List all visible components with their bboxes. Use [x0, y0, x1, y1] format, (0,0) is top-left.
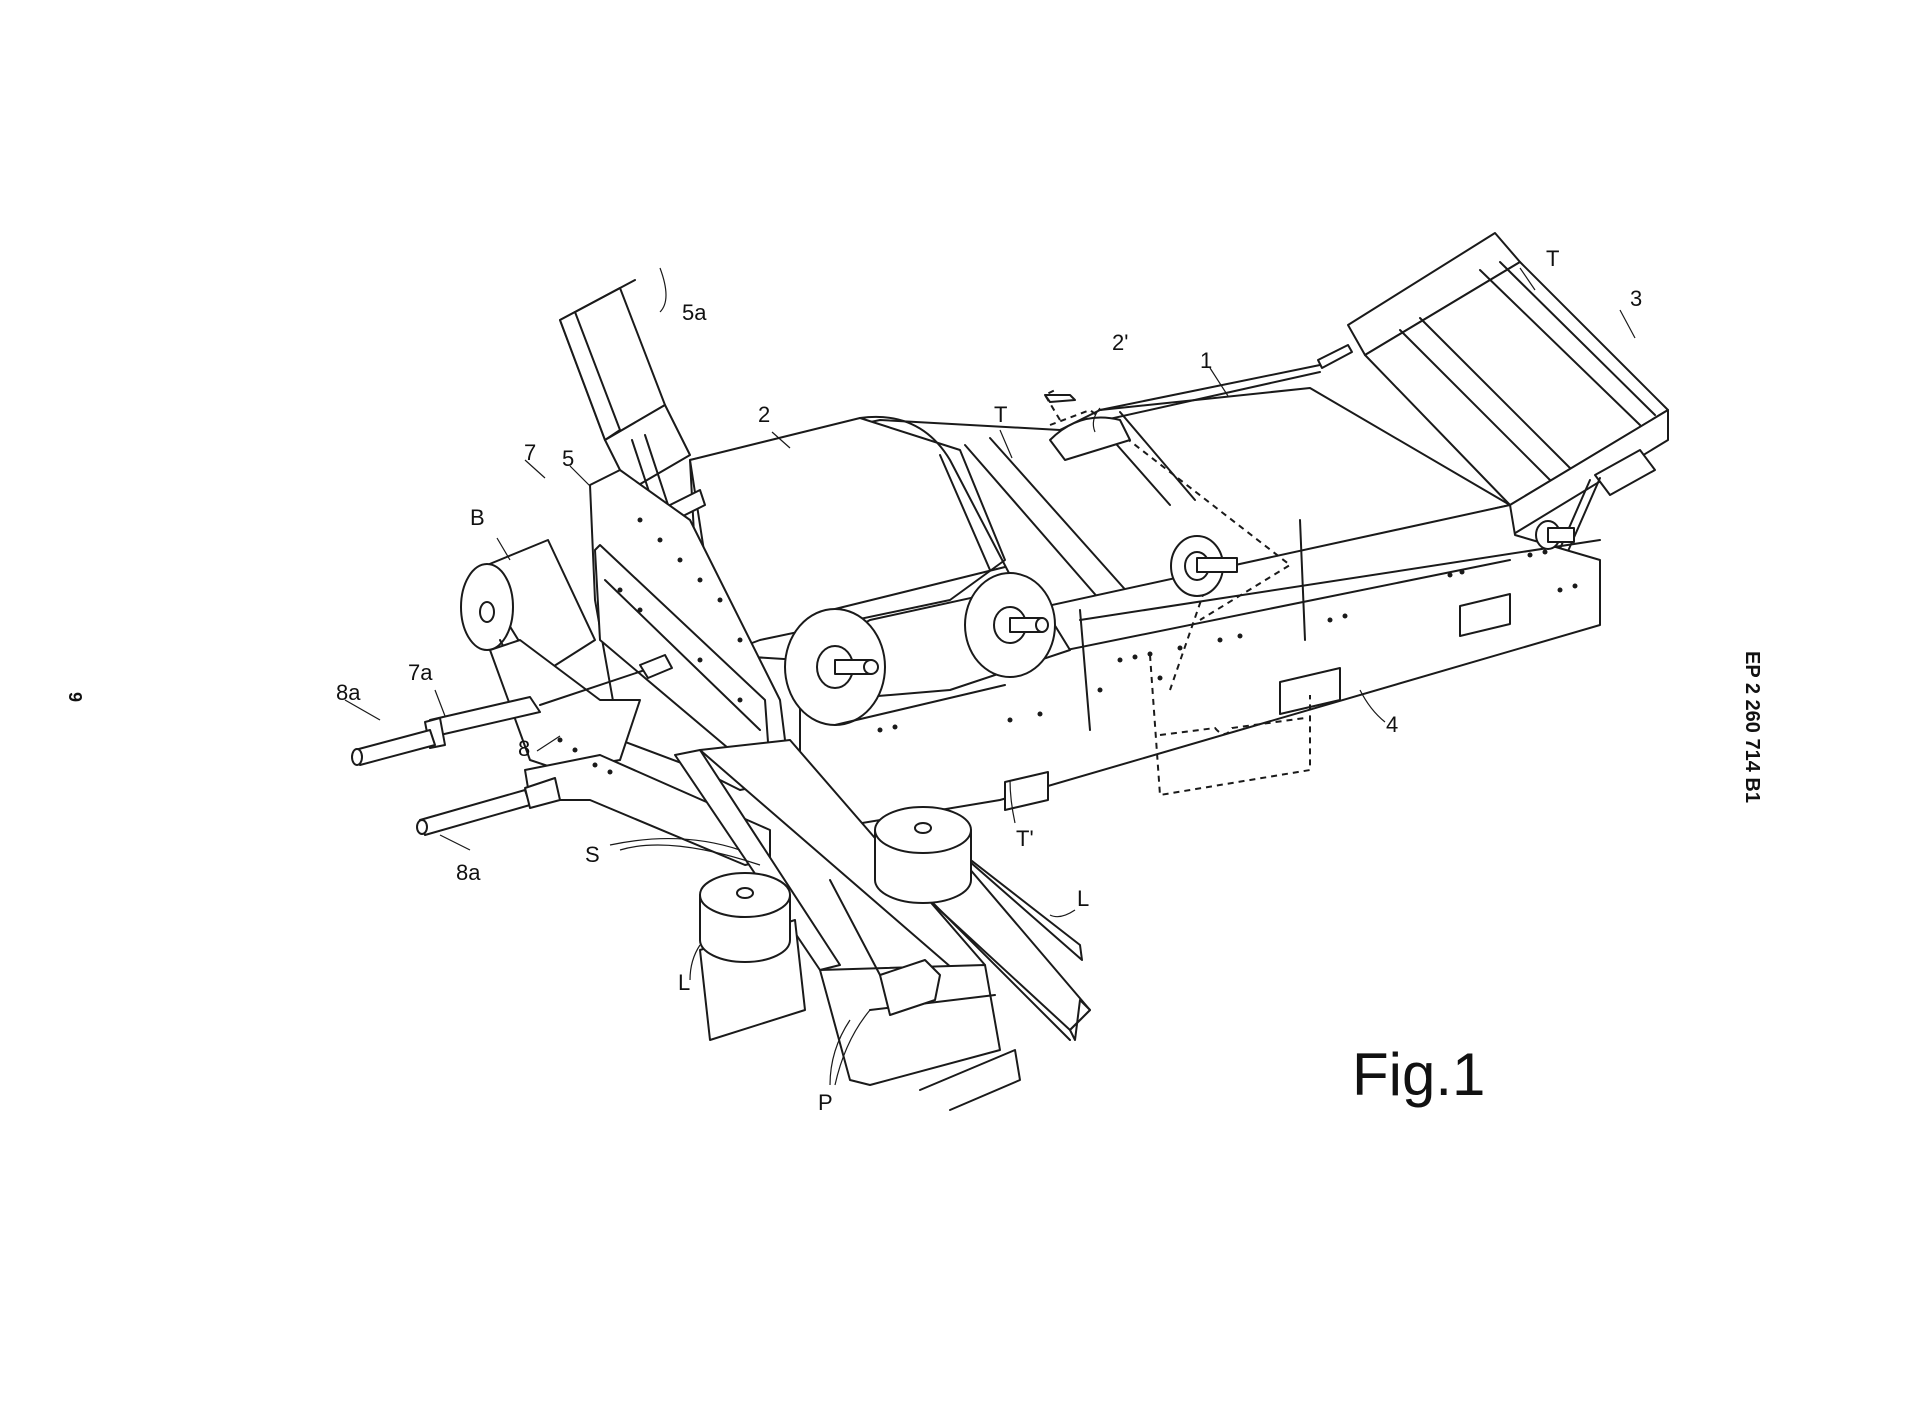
pusher-p	[829, 879, 941, 1016]
label-5a: 5a	[682, 300, 707, 325]
roll-right	[874, 806, 972, 904]
roll-b	[460, 539, 596, 676]
rod-8a-lower	[416, 777, 561, 836]
label-s: S	[585, 842, 600, 867]
label-3: 3	[1630, 286, 1642, 311]
belt-unit-2	[689, 394, 1131, 726]
label-8: 8	[518, 736, 530, 761]
label-7a: 7a	[408, 660, 433, 685]
reference-labels: 5a 2 2' 1 T 3 T 7 5 B 7a 8a 8 8a 4 T' S …	[336, 246, 1642, 1115]
plate-7	[594, 544, 771, 776]
label-1: 1	[1200, 348, 1212, 373]
cylinder-7a	[424, 654, 673, 749]
label-8a-upper: 8a	[336, 680, 361, 705]
label-8a-lower: 8a	[456, 860, 481, 885]
label-2: 2	[758, 402, 770, 427]
roll-left	[699, 872, 791, 963]
leader-lines	[344, 267, 1636, 1086]
roller-assembly	[1170, 535, 1238, 597]
label-t-top-right: T	[1546, 246, 1559, 271]
label-t-prime: T'	[1016, 826, 1034, 851]
figure-label: Fig.1	[1352, 1041, 1486, 1108]
label-b: B	[470, 505, 485, 530]
label-2-prime: 2'	[1112, 330, 1128, 355]
label-l-right: L	[1077, 886, 1089, 911]
label-5: 5	[562, 446, 574, 471]
inclined-conveyor-3	[1317, 232, 1669, 561]
label-p: P	[818, 1090, 833, 1115]
label-l-left: L	[678, 970, 690, 995]
label-t-center: T	[994, 402, 1007, 427]
arm-8	[489, 639, 771, 866]
label-4: 4	[1386, 712, 1398, 737]
actuator-5a	[559, 279, 706, 541]
rod-8a-upper	[351, 729, 436, 766]
label-7: 7	[524, 440, 536, 465]
